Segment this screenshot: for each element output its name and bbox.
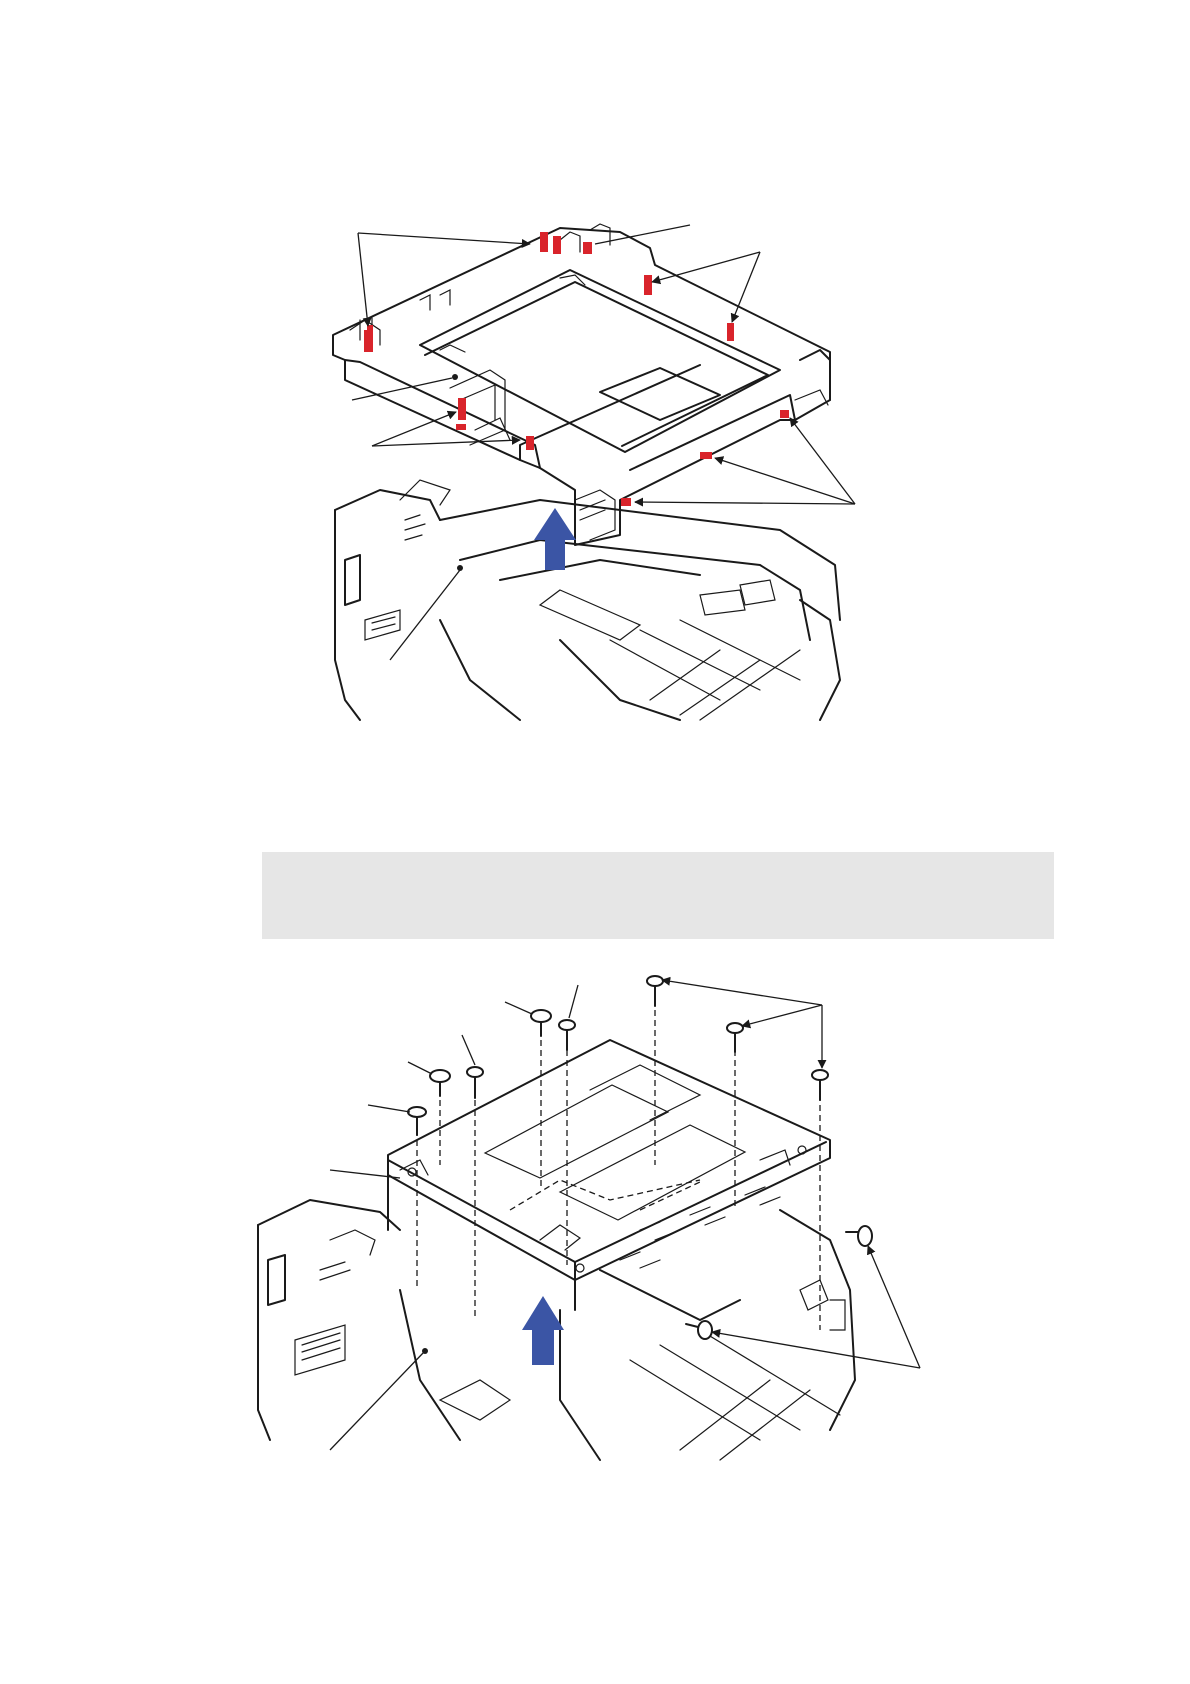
screw-icon [408,1107,426,1135]
hook-marker [540,232,548,252]
screw-icon [430,1070,450,1096]
hook-marker [700,452,712,459]
machine-body [335,480,840,720]
hook-marker [780,410,789,418]
screws [408,976,872,1339]
note-box [262,852,1054,939]
hook-marker [456,424,466,430]
hook-marker [583,242,592,254]
screw-paths [417,1010,820,1330]
hook-marker [458,398,466,420]
hook-marker [727,323,734,341]
screw-icon [531,1010,551,1036]
metal-plate [388,1040,830,1310]
frame-lift-figure [0,0,1190,740]
lift-arrow-icon [534,508,576,570]
lift-arrow-icon [522,1296,564,1365]
leader-lines [330,980,920,1450]
plate-screws-figure [0,940,1190,1500]
screw-icon [467,1067,483,1098]
plate-screws-drawing [0,940,1190,1500]
paper-frame [333,224,830,545]
screw-icon [812,1070,828,1100]
hook-marker [621,498,631,506]
hook-marker [367,325,373,333]
hook-marker [526,436,534,450]
hook-marker [553,236,561,254]
screw-icon [686,1321,712,1339]
frame-lift-drawing [0,0,1190,740]
screw-icon [846,1226,872,1246]
screw-icon [559,1020,575,1050]
hook-marker [364,330,373,352]
hook-marker [644,275,652,295]
screw-icon [727,1023,743,1052]
screw-icon [647,976,663,1006]
